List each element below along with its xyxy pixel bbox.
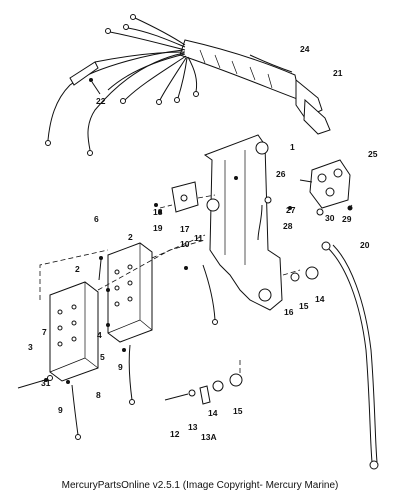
callout-1: 1 — [290, 142, 295, 152]
hardware — [17, 176, 353, 405]
switch-box-lower — [49, 281, 99, 382]
mounting-bracket — [203, 134, 283, 311]
callout-28: 28 — [283, 221, 293, 231]
callout-5: 5 — [100, 352, 105, 362]
callout-15: 15 — [233, 406, 243, 416]
callout-19: 19 — [153, 223, 163, 233]
callout-4: 4 — [97, 330, 102, 340]
callout-25: 25 — [368, 149, 378, 159]
callout-10: 10 — [180, 239, 190, 249]
callout-13a: 13A — [201, 432, 217, 442]
wire-harness — [45, 14, 331, 156]
callout-31: 31 — [41, 378, 51, 388]
callout-20: 20 — [360, 240, 370, 250]
callout-14: 14 — [208, 408, 218, 418]
callout-18: 18 — [153, 207, 163, 217]
callout-11: 11 — [194, 233, 203, 243]
callout-9: 9 — [118, 362, 123, 372]
callout-16: 16 — [284, 307, 294, 317]
copyright-footer: MercuryPartsOnline v2.5.1 (Image Copyrig… — [61, 480, 339, 491]
parts-diagram: 1 2 2 3 4 5 6 7 8 9 9 10 11 12 13 13A 14… — [17, 14, 379, 470]
callout-14: 14 — [315, 294, 325, 304]
callout-30: 30 — [325, 213, 335, 223]
callout-6: 6 — [94, 214, 99, 224]
callout-21: 21 — [333, 68, 343, 78]
callout-22: 22 — [96, 96, 106, 106]
ground-cable — [321, 241, 379, 470]
callout-13: 13 — [188, 422, 198, 432]
callout-2: 2 — [128, 232, 133, 242]
callout-26: 26 — [276, 169, 286, 179]
small-leads — [71, 204, 263, 440]
callout-labels: 1 2 2 3 4 5 6 7 8 9 9 10 11 12 13 13A 14… — [28, 44, 378, 442]
callout-29: 29 — [342, 214, 352, 224]
callout-24: 24 — [300, 44, 310, 54]
switch-box-upper — [107, 242, 153, 343]
callout-7: 7 — [42, 327, 47, 337]
callout-15: 15 — [299, 301, 309, 311]
callout-27: 27 — [286, 205, 296, 215]
callout-8: 8 — [96, 390, 101, 400]
callout-17: 17 — [180, 224, 190, 234]
callout-9: 9 — [58, 405, 63, 415]
starter-solenoid — [299, 159, 351, 209]
callout-12: 12 — [170, 429, 180, 439]
assembly-lines — [39, 194, 353, 375]
callout-2: 2 — [75, 264, 80, 274]
terminal-block — [171, 181, 199, 213]
callout-3: 3 — [28, 342, 33, 352]
